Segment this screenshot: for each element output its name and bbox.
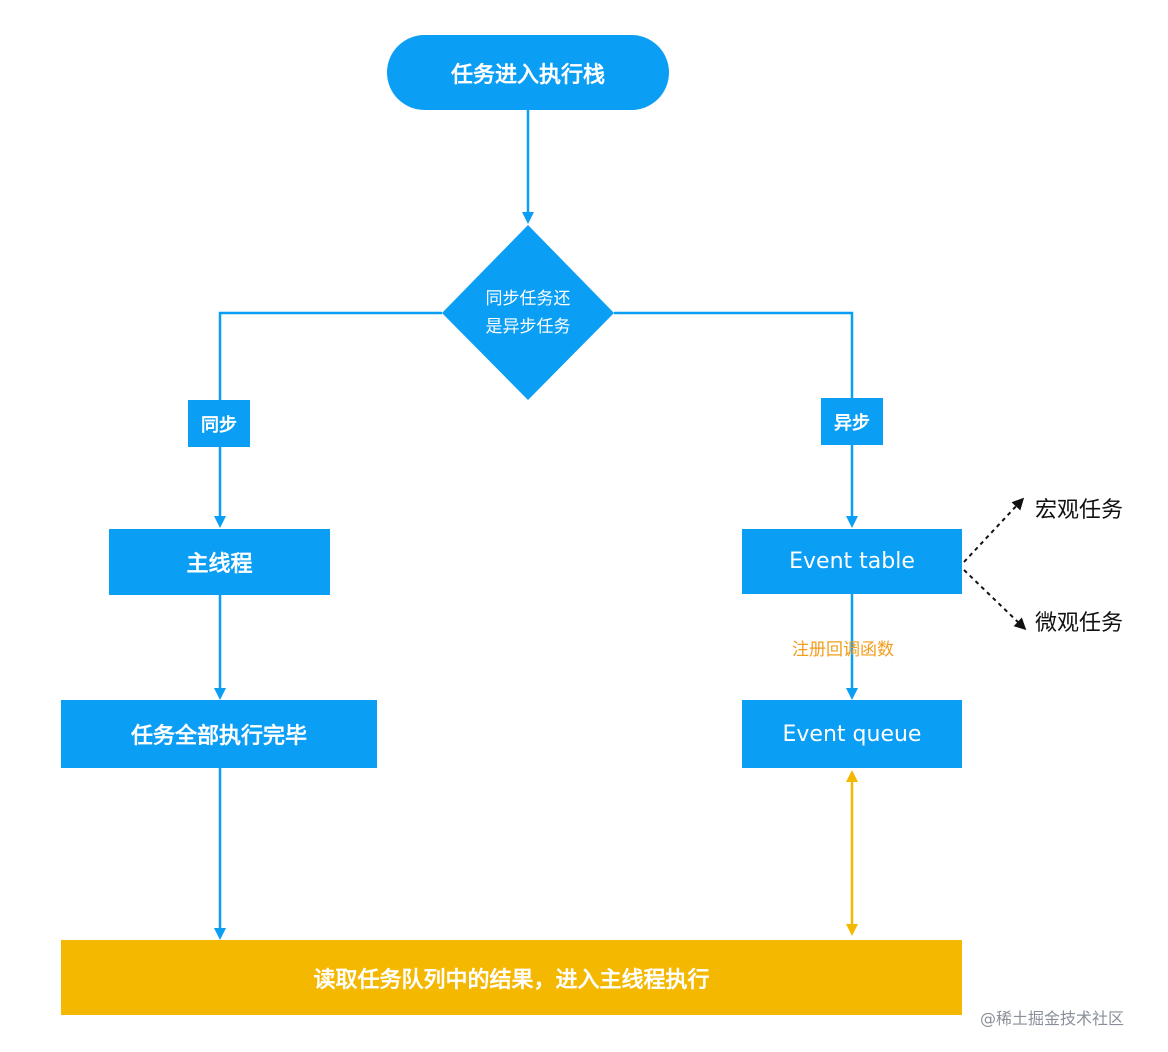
start-label: 任务进入执行栈 xyxy=(450,62,605,88)
decision-text: 同步任务还 是异步任务 xyxy=(462,278,594,348)
async-branch-label: 异步 xyxy=(821,398,883,445)
decision-diamond xyxy=(442,225,614,400)
final-step-node: 读取任务队列中的结果，进入主线程执行 xyxy=(61,940,962,1015)
sync-branch-label: 同步 xyxy=(188,400,250,447)
main-thread-label: 主线程 xyxy=(186,552,253,577)
async-label: 异步 xyxy=(834,412,870,434)
edge-decision-to-sync xyxy=(218,311,442,400)
macro-task-label: 宏观任务 xyxy=(1035,498,1124,523)
decision-line-1: 同步任务还 xyxy=(485,289,571,309)
register-callback-note: 注册回调函数 xyxy=(792,640,894,660)
event-queue-node: Event queue xyxy=(742,700,962,768)
micro-task-label: 微观任务 xyxy=(1035,611,1124,636)
start-node: 任务进入执行栈 xyxy=(387,35,669,110)
sync-label: 同步 xyxy=(201,414,237,436)
edge-decision-to-async xyxy=(614,311,854,398)
all-done-label: 任务全部执行完毕 xyxy=(130,724,307,749)
event-queue-label: Event queue xyxy=(782,721,922,747)
final-step-label: 读取任务队列中的结果，进入主线程执行 xyxy=(313,967,710,993)
event-table-label: Event table xyxy=(789,549,915,574)
event-table-node: Event table xyxy=(742,529,962,594)
main-thread-node: 主线程 xyxy=(109,529,330,595)
all-done-node: 任务全部执行完毕 xyxy=(61,700,377,768)
edge-event-table-to-macro xyxy=(963,497,1025,563)
decision-line-2: 是异步任务 xyxy=(485,317,571,337)
edge-event-table-to-micro xyxy=(963,569,1027,631)
watermark: @稀土掘金技术社区 xyxy=(980,1009,1125,1028)
